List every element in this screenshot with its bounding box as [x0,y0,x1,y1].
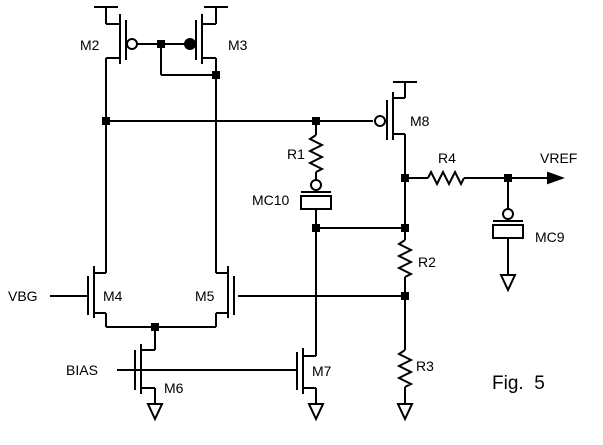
label-m6: M6 [164,380,184,396]
transistor-m2 [94,6,138,64]
label-vref: VREF [540,150,577,166]
transistor-m4 [50,266,107,327]
transistor-m7 [296,348,325,422]
label-r4: R4 [438,150,456,166]
resistor-r1 [307,134,325,180]
label-m7: M7 [312,363,332,379]
capacitor-mc10 [300,179,405,356]
tail-wire [106,326,216,350]
label-vbg: VBG [8,288,38,304]
label-m3: M3 [228,37,248,53]
label-r3: R3 [416,358,434,374]
capacitor-mc9 [492,178,524,293]
transistor-m8 [374,81,417,240]
label-m8: M8 [410,113,430,129]
transistor-m3 [184,6,228,64]
label-m2: M2 [80,37,100,53]
label-m4: M4 [103,288,123,304]
resistor-r2 [396,239,414,350]
resistor-r4 [405,169,565,187]
junction-dots [102,40,512,331]
label-m5: M5 [195,288,215,304]
label-mc9: MC9 [535,229,565,245]
label-bias: BIAS [66,362,98,378]
transistor-m5 [215,266,235,327]
label-r1: R1 [287,146,305,162]
m8-gate-wire [106,120,373,135]
transistor-m6 [117,344,164,422]
resistor-r3 [396,349,414,422]
figure-label: Fig. 5 [492,373,545,394]
label-r2: R2 [418,254,436,270]
label-mc10: MC10 [252,192,290,208]
current-mirror-wires [105,43,217,273]
